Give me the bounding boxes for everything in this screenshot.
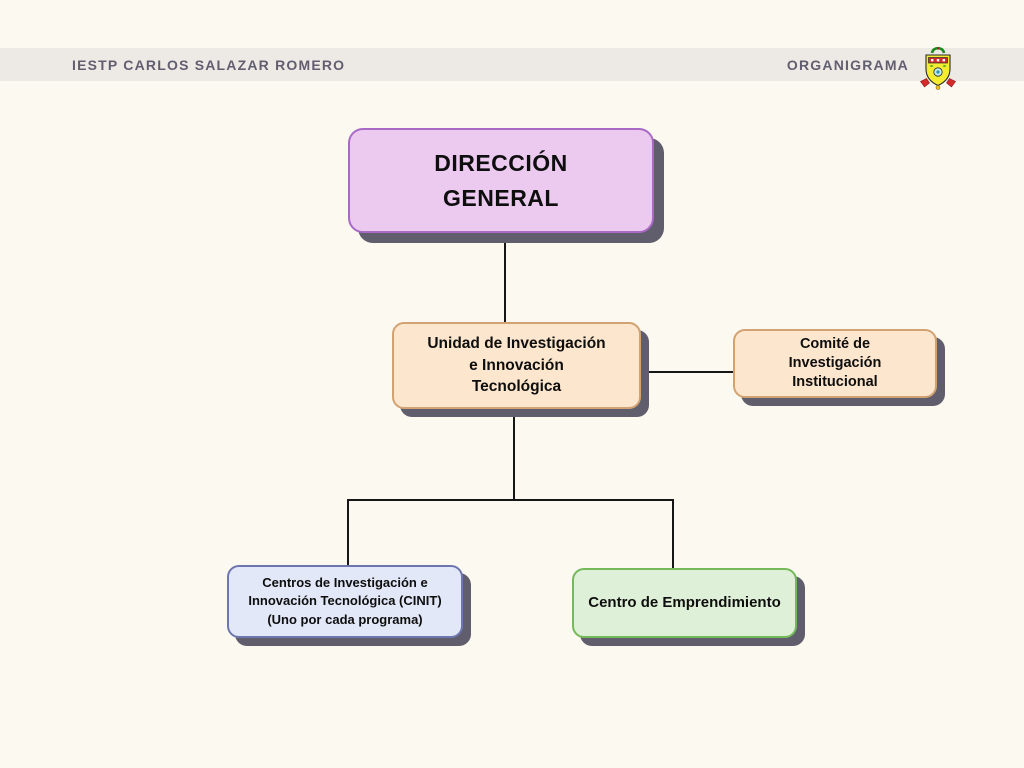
connector-unidad-to-comite	[641, 371, 733, 373]
org-node-label: DIRECCIÓN GENERAL	[434, 150, 568, 211]
org-node-centro-emprendimiento: Centro de Emprendimiento	[572, 568, 797, 638]
org-node-label: Comité de Investigación Institucional	[788, 336, 882, 390]
header-band: IESTP CARLOS SALAZAR ROMERO ORGANIGRAMA	[0, 46, 1024, 90]
institution-crest-icon	[920, 46, 956, 90]
connector-direccion-to-unidad	[504, 233, 506, 322]
org-node-label: Centro de Emprendimiento	[588, 594, 781, 612]
connector-branch-horizontal	[347, 499, 674, 501]
page-title: ORGANIGRAMA	[786, 56, 909, 73]
header-right-group: ORGANIGRAMA	[787, 39, 958, 91]
org-node-label: Unidad de Investigación e Innovación Tec…	[427, 335, 606, 396]
org-node-label: Centros de Investigación e Innovación Te…	[248, 575, 442, 627]
org-node-unidad-investigacion: Unidad de Investigación e Innovación Tec…	[392, 322, 641, 409]
org-node-direccion-general: DIRECCIÓN GENERAL	[348, 128, 654, 233]
org-node-centros-cinit: Centros de Investigación e Innovación Te…	[227, 565, 463, 638]
connector-branch-to-emprendimiento	[672, 499, 674, 568]
institution-name: IESTP CARLOS SALAZAR ROMERO	[72, 56, 346, 73]
org-node-comite-investigacion: Comité de Investigación Institucional	[733, 329, 937, 398]
connector-unidad-drop	[513, 409, 515, 501]
connector-branch-to-cinit	[347, 499, 349, 565]
